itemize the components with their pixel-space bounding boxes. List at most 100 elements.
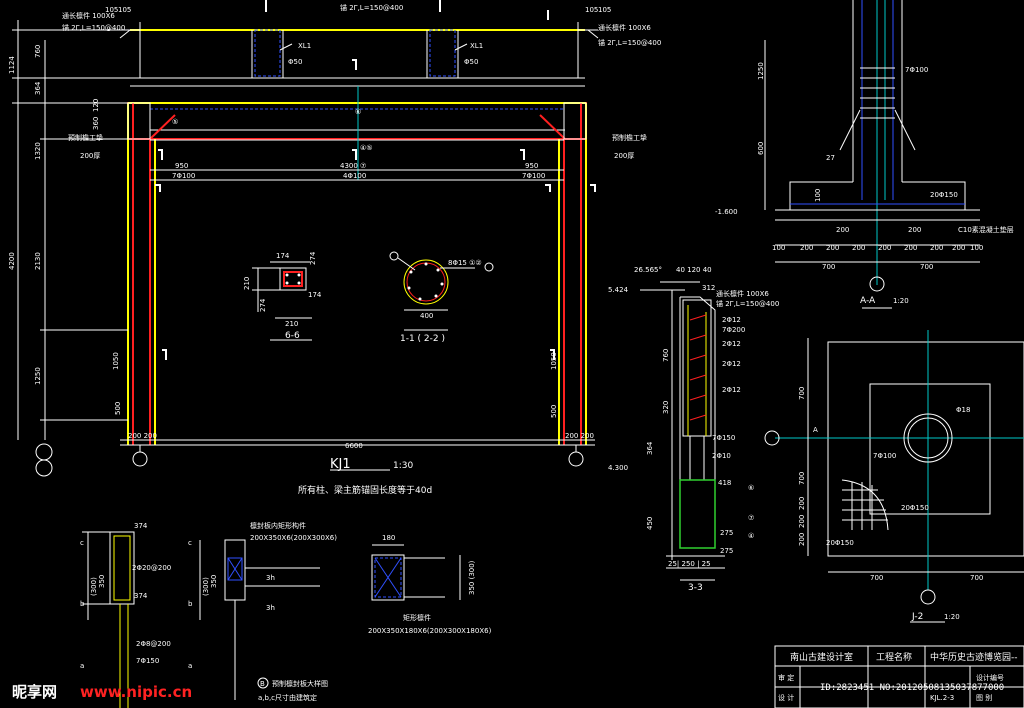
section-3-3: 26.565° 40 120 40 5.424 312 通长檩件 100X6 锚… <box>608 266 779 593</box>
tb-proj-name: 中华历史古迹博览园-- <box>930 651 1018 663</box>
aa-bd-7: 200 <box>952 244 965 252</box>
dim-950-left: 950 <box>175 162 188 170</box>
s11-d400: 400 <box>420 312 433 320</box>
purlin-left-sub: 锚 2Γ,L=150@400 <box>62 23 125 32</box>
dim-4200: 4200 <box>8 252 16 270</box>
det-rmid: 2Φ8@200 <box>136 640 171 648</box>
s11-tag: 8Φ15 ①② <box>448 259 482 267</box>
det-h2: 3h <box>266 604 275 612</box>
watermark-url: www.nipic.cn <box>80 683 192 701</box>
section-6-6: 174 274 210 274 174 210 6-6 <box>243 251 322 341</box>
purlin-left-label: 通长檩件 100X6 <box>62 11 115 20</box>
dim-500-col: 500 <box>114 402 122 415</box>
dim-760: 760 <box>34 45 42 58</box>
det-h1: 3h <box>266 574 275 582</box>
j2-scale: 1:20 <box>944 613 960 621</box>
aa-dim-600: 600 <box>757 142 765 155</box>
watermark-meta: ID:2823451 NO:20120508135037877000 <box>820 683 1004 693</box>
dim-200-left: 200 200 <box>128 432 157 440</box>
det-a1: a <box>80 662 84 670</box>
beam-xl1-a: XL1 <box>298 42 311 50</box>
aa-w700a: 700 <box>822 263 835 271</box>
purlin-right-sub: 锚 2Γ,L=150@400 <box>598 38 661 47</box>
s66-dim-274a: 274 <box>309 251 317 265</box>
j2-bd-0: 700 <box>870 574 883 582</box>
det-350a: 350 <box>98 575 106 588</box>
det-sub: a,b,c尺寸由建筑定 <box>258 693 317 702</box>
aa-rebar: 7Φ100 <box>905 66 928 74</box>
dim-500-right: 500 <box>550 405 558 418</box>
j2-ld-2: 200 <box>798 497 806 510</box>
s66-dim-210a: 210 <box>243 277 251 290</box>
aa-bd-1: 200 <box>800 244 813 252</box>
j2-bd-1: 700 <box>970 574 983 582</box>
beam-note-left: 预制檐工挚 <box>68 133 103 142</box>
s33-r5: 7Φ150 <box>712 434 735 442</box>
det-b1: b <box>80 600 85 608</box>
s33-elev-top: 5.424 <box>608 286 629 294</box>
beam-note-right-sub: 200厚 <box>614 152 634 160</box>
s33-c4: ④ <box>748 532 754 540</box>
frame-scale: 1:30 <box>393 461 413 471</box>
det-350c: 350 (300) <box>468 560 476 595</box>
det-ladder-sub: 200X350X6(200X300X6) <box>250 534 337 542</box>
det-ladder2-sub: 200X350X180X6(200X300X180X6) <box>368 627 492 635</box>
det-300b: (300) <box>202 577 210 596</box>
j2-ld-1: 700 <box>798 472 806 485</box>
phi50-a: Φ50 <box>288 58 302 66</box>
aa-dim-200b: 200 <box>908 226 921 234</box>
j2-ld-0: 700 <box>798 387 806 400</box>
s66-label: 6-6 <box>285 331 300 341</box>
s33-elev-mid: 4.300 <box>608 464 628 472</box>
s33-label: 3-3 <box>688 583 703 593</box>
aa-plain: 20Φ150 <box>930 191 958 199</box>
aa-rebar2: 27 <box>826 154 835 162</box>
det-ladder2: 矩形檩件 <box>403 613 431 622</box>
tb-drawing: 图 别 <box>976 693 992 702</box>
det-374b: 374 <box>134 592 148 600</box>
dim-105-c: 105 <box>585 6 598 14</box>
aa-dim-1250: 1250 <box>757 62 765 80</box>
det-rbot: 7Φ150 <box>136 657 159 665</box>
phi50-b: Φ50 <box>464 58 478 66</box>
aa-bd-6: 200 <box>930 244 943 252</box>
s66-dim-174a: 174 <box>276 252 290 260</box>
aa-conc: C10素混凝土垫层 <box>958 225 1014 234</box>
dim-1320: 1320 <box>34 142 42 160</box>
s33-r2: 2Φ12 <box>722 340 741 348</box>
dim-1250: 1250 <box>34 367 42 385</box>
section-1-1: 8Φ15 ①② 400 1-1 ( 2-2 ) <box>389 251 494 344</box>
circle-45: ④⑤ <box>360 144 373 152</box>
tb-office: 南山古建设计室 <box>790 651 853 663</box>
dim-105-d: 105 <box>598 6 611 14</box>
aa-bd-8: 100 <box>970 244 983 252</box>
dim-4300: 4300 ⑦ <box>340 162 366 170</box>
dim-360: 360 <box>92 117 100 130</box>
det-circ-b: B <box>260 680 265 688</box>
dim-950-right: 950 <box>525 162 538 170</box>
dim-200-right: 200 200 <box>565 432 594 440</box>
section-j-2: A Φ18 7Φ100 20Φ150 20Φ150 700 700 200 20… <box>764 330 1024 623</box>
aa-bd-3: 200 <box>852 244 865 252</box>
frame-title: KJ1 <box>330 457 351 472</box>
s33-dim-364: 364 <box>646 441 654 455</box>
aa-w700b: 700 <box>920 263 933 271</box>
s33-bottom: 25| 250 | 25 <box>668 560 711 568</box>
aa-bd-0: 100 <box>772 244 785 252</box>
aa-label: A-A <box>860 296 876 306</box>
s33-r0: 2Φ12 <box>722 316 741 324</box>
det-c2: c <box>188 539 192 547</box>
dim-6600: 6600 <box>345 442 363 450</box>
frame-kj1: 105 105 105 105 通长檩件 100X6 锚 2Γ,L=150@40… <box>8 0 661 496</box>
det-c1: c <box>80 539 84 547</box>
dim-364: 364 <box>34 81 42 95</box>
s33-d275b: 275 <box>720 547 733 555</box>
j2-ld-3: 200 <box>798 515 806 528</box>
det-title: 预制檩封板大样图 <box>272 679 328 688</box>
s66-dim-274b: 274 <box>259 298 267 312</box>
tb-proj-label: 工程名称 <box>876 651 912 663</box>
det-b2: b <box>188 600 193 608</box>
s33-d275a: 275 <box>720 529 733 537</box>
s33-d312: 312 <box>702 284 715 292</box>
